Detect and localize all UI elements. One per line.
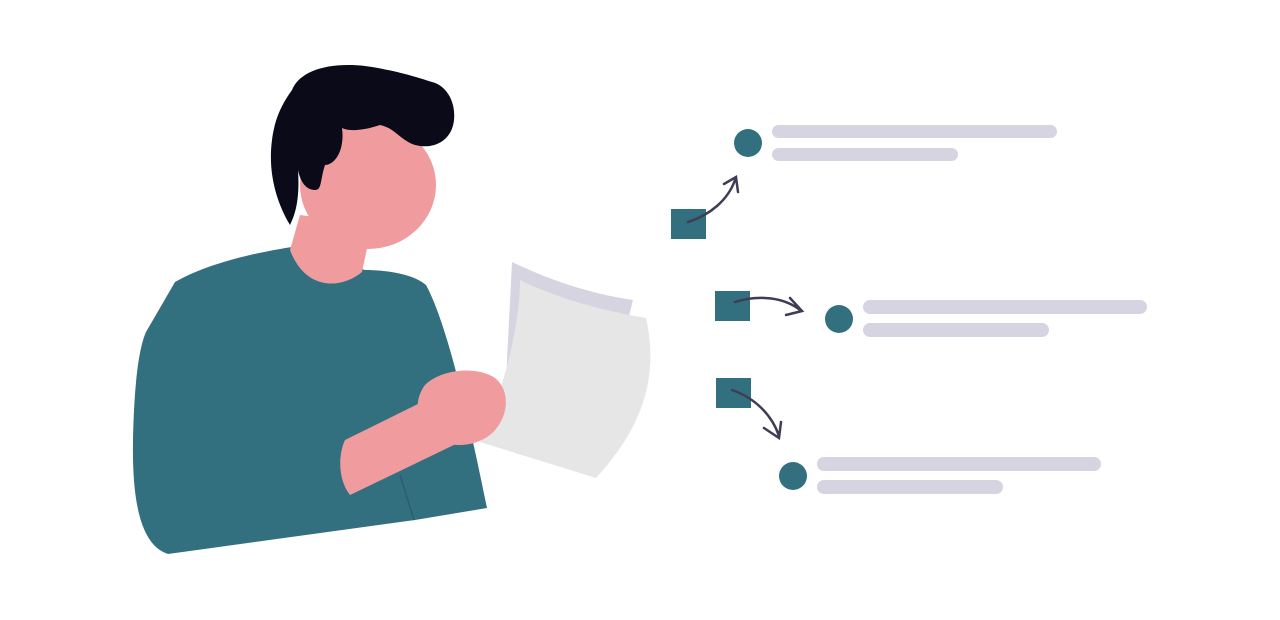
- placeholder-line: [863, 323, 1049, 337]
- hand: [417, 370, 506, 446]
- arrow-icon: [733, 296, 805, 317]
- circle-icon: [825, 305, 853, 333]
- square-icon: [715, 291, 750, 321]
- arrow-icon: [686, 174, 740, 224]
- circle-icon: [734, 129, 762, 157]
- person: [132, 65, 651, 554]
- list: [671, 125, 1147, 494]
- hair: [270, 65, 455, 225]
- placeholder-line: [772, 148, 958, 161]
- circle-icon: [779, 462, 807, 490]
- shirt: [132, 247, 487, 554]
- placeholder-line: [863, 300, 1147, 314]
- placeholder-line: [817, 480, 1003, 494]
- square-icon: [671, 209, 706, 239]
- placeholder-line: [772, 125, 1057, 138]
- document: [480, 280, 651, 478]
- placeholder-line: [817, 457, 1101, 471]
- arrow-icon: [730, 388, 783, 441]
- shirt-fold: [399, 474, 415, 521]
- square-icon: [716, 378, 751, 408]
